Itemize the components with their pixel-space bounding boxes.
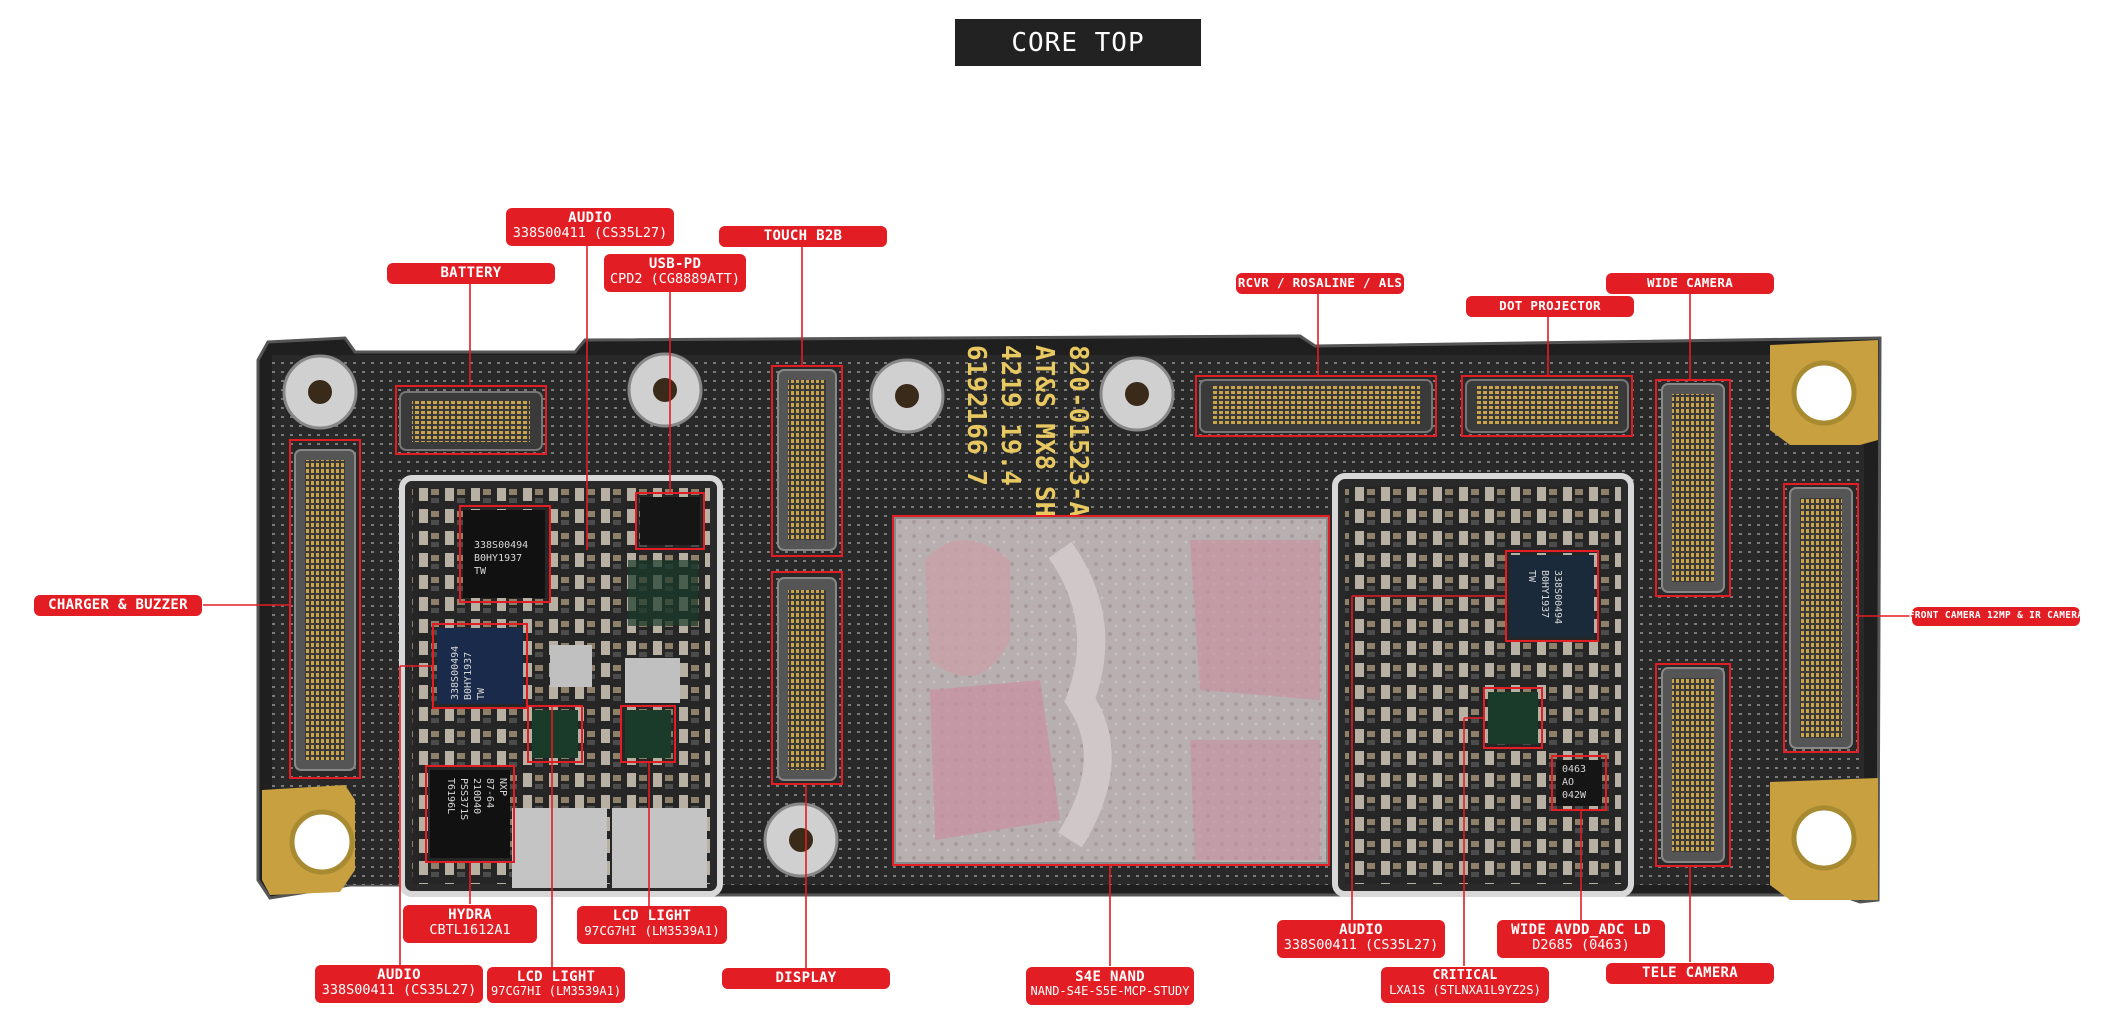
label-part: 338S00411 (CS35L27) [321,982,477,999]
silkscreen-line: 6192166 7 [961,345,991,486]
label-name: DOT PROJECTOR [1499,298,1601,314]
label-name: BATTERY [440,265,502,282]
label-name: AUDIO [377,967,421,983]
label-wide-camera: WIDE CAMERA [1606,273,1774,294]
page-title: CORE TOP [955,19,1201,66]
chip-marking: B0HY1937 [1539,570,1550,618]
chip-marking: 338S00494 [474,540,528,551]
chip-marking: 338S00494 [450,646,461,700]
chip-marking: PSS371S [458,778,469,820]
label-name: USB-PD [648,256,702,272]
chip-marking: 210D40 [471,778,482,814]
label-lcd-light-2: LCD LIGHT 97CG7HI (LM3539A1) [487,967,625,1003]
label-part: 338S00411 (CS35L27) [1283,937,1439,954]
chip-marking: B0HY1937 [463,652,474,700]
label-s4e-nand: S4E NAND NAND-S4E-S5E-MCP-STUDY [1026,967,1194,1005]
label-name: FRONT CAMERA 12MP & IR CAMERA [1908,610,2084,622]
label-battery: BATTERY [387,263,555,284]
label-name: TELE CAMERA [1641,965,1739,982]
label-wide-avdd: WIDE AVDD_ADC LD D2685 (0463) [1497,920,1665,958]
label-name: TOUCH B2B [763,228,843,245]
label-hydra: HYDRA CBTL1612A1 [403,905,537,943]
label-name: WIDE AVDD_ADC LD [1511,922,1651,938]
label-dot-projector: DOT PROJECTOR [1466,296,1634,317]
label-critical: CRITICAL LXA1S (STLNXA1L9YZ2S) [1381,967,1549,1003]
label-touch-b2b: TOUCH B2B [719,226,887,247]
label-audio-top: AUDIO 338S00411 (CS35L27) [506,208,674,246]
label-part: 338S00411 (CS35L27) [512,225,668,242]
silkscreen-line: 4219 19.4 [995,345,1025,486]
label-name: DISPLAY [775,970,837,987]
chip-marking: TW [474,566,487,577]
label-part: NAND-S4E-S5E-MCP-STUDY [1030,984,1190,999]
chip-marking: NXP [497,778,508,796]
label-part: 97CG7HI (LM3539A1) [584,923,720,939]
chip-marking: 87-64 [484,778,495,808]
label-name: HYDRA [448,907,492,923]
label-part: D2685 (0463) [1532,937,1630,954]
label-name: CHARGER & BUZZER [48,597,188,614]
chip-marking: 042W [1562,790,1587,801]
label-part: CPD2 (CG8889ATT) [609,271,741,288]
label-name: CRITICAL [1432,968,1498,983]
label-name: AUDIO [1339,922,1383,938]
silkscreen-line: AT&S MX8 SH [1029,345,1059,517]
chip-marking: 338S00494 [1552,570,1563,624]
label-display: DISPLAY [722,968,890,989]
label-audio-bottom-right: AUDIO 338S00411 (CS35L27) [1277,920,1445,958]
label-tele-camera: TELE CAMERA [1606,963,1774,984]
label-name: LCD LIGHT [612,908,692,924]
label-name: RCVR / ROSALINE / ALS [1237,275,1403,291]
label-front-camera: FRONT CAMERA 12MP & IR CAMERA [1909,607,2083,626]
chip-marking: T6196L [445,778,456,814]
chip-marking: TW [476,687,487,700]
chip-marking: TW [1526,570,1537,583]
label-name: S4E NAND [1075,969,1145,985]
label-audio-bottom-left: AUDIO 338S00411 (CS35L27) [315,965,483,1003]
label-rcvr: RCVR / ROSALINE / ALS [1236,273,1404,294]
label-name: WIDE CAMERA [1646,275,1734,291]
label-name: AUDIO [568,210,612,226]
label-usb-pd: USB-PD CPD2 (CG8889ATT) [604,254,746,292]
label-charger-buzzer: CHARGER & BUZZER [34,595,202,616]
chip-marking: AO [1562,777,1574,788]
silkscreen-line: 820-01523-A [1063,345,1093,518]
label-part: 97CG7HI (LM3539A1) [491,984,622,999]
label-part: CBTL1612A1 [429,922,511,939]
chip-marking: 0463 [1562,764,1586,775]
label-lcd-light-1: LCD LIGHT 97CG7HI (LM3539A1) [577,906,727,944]
label-part: LXA1S (STLNXA1L9YZ2S) [1389,982,1541,997]
label-name: LCD LIGHT [516,969,596,985]
chip-marking: B0HY1937 [474,553,522,564]
